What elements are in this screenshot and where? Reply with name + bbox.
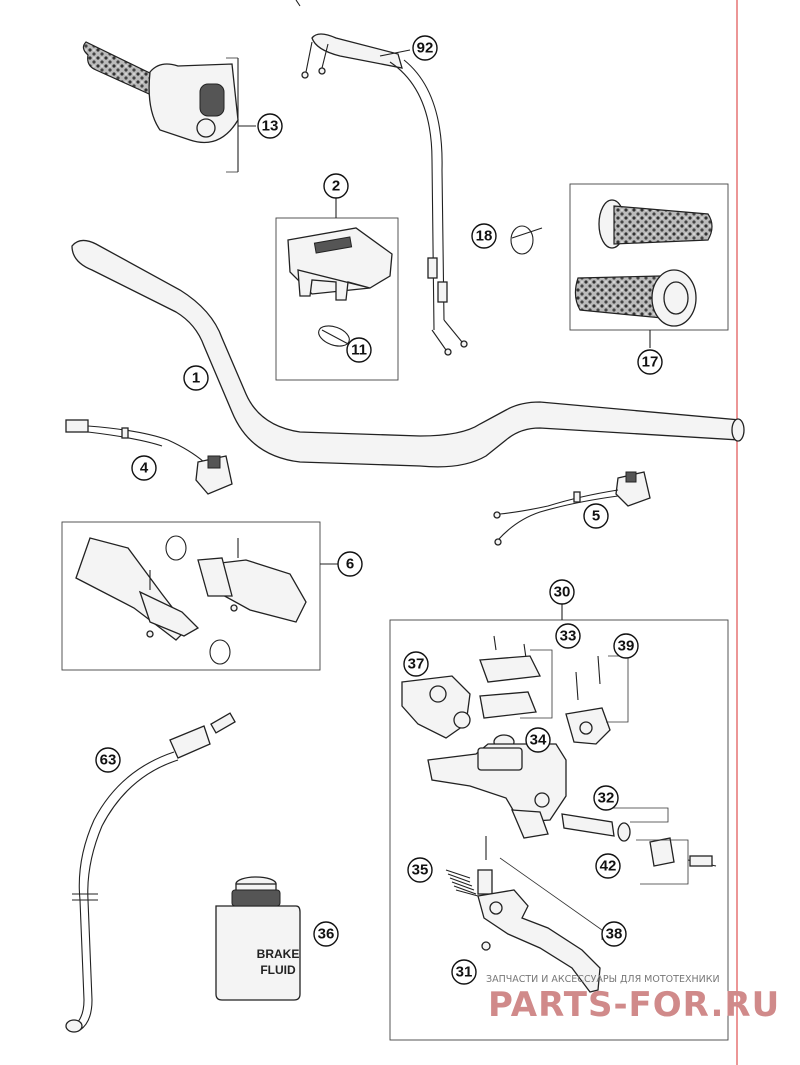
grips-pair [569,183,729,348]
throttle-grip-assembly [82,41,256,173]
cable-tie [510,225,543,255]
svg-text:34: 34 [530,732,547,749]
callout-2: 2 [323,173,349,199]
callout-33: 33 [555,623,581,649]
callout-11: 11 [346,337,372,363]
callout-31: 31 [451,959,477,985]
callout-37: 37 [403,651,429,677]
callout-30: 30 [549,579,575,605]
bottle-label-line1: BRAKE [257,947,300,961]
callout-42: 42 [595,853,621,879]
callout-35: 35 [407,857,433,883]
svg-text:36: 36 [318,926,335,943]
left-switch [65,419,233,495]
svg-text:39: 39 [618,638,635,655]
svg-text:42: 42 [600,858,617,875]
svg-text:6: 6 [346,556,354,573]
callout-13: 13 [257,113,283,139]
svg-text:35: 35 [412,862,429,879]
svg-text:31: 31 [456,964,473,981]
svg-text:33: 33 [560,628,577,645]
throttle-cables [301,33,468,356]
svg-text:1: 1 [192,370,200,387]
callout-34: 34 [525,727,551,753]
watermark-tagline: ЗАПЧАСТИ И АКСЕССУАРЫ ДЛЯ МОТОТЕХНИКИ [486,974,720,985]
svg-text:30: 30 [554,584,571,601]
svg-text:38: 38 [606,926,623,943]
callout-38: 38 [601,921,627,947]
svg-text:37: 37 [408,656,425,673]
svg-text:4: 4 [140,460,149,477]
svg-text:13: 13 [262,118,279,135]
callout-92: 92 [412,35,438,61]
watermark-brand: PARTS-FOR.RU [488,985,780,1025]
brake-assembly [389,604,729,1041]
handguards [61,521,338,671]
callout-5: 5 [583,503,609,529]
brake-hose [65,712,236,1033]
callout-1: 1 [183,365,209,391]
svg-text:32: 32 [598,790,615,807]
svg-text:18: 18 [476,228,493,245]
callout-32: 32 [593,785,619,811]
svg-text:63: 63 [100,752,117,769]
svg-text:92: 92 [417,40,434,57]
callout-17: 17 [637,349,663,375]
callout-36: 36 [313,921,339,947]
callout-6: 6 [337,551,363,577]
svg-text:5: 5 [592,508,600,525]
svg-text:11: 11 [351,342,367,359]
callout-4: 4 [131,455,157,481]
brake-fluid-bottle: BRAKE FLUID [215,876,301,1001]
callout-63: 63 [95,747,121,773]
callout-39: 39 [613,633,639,659]
right-switch [493,471,651,546]
svg-text:17: 17 [642,354,659,371]
svg-text:2: 2 [332,178,340,195]
callout-18: 18 [471,223,497,249]
bottle-label-line2: FLUID [260,963,296,977]
handlebar [71,239,745,468]
switch-box [275,198,399,381]
